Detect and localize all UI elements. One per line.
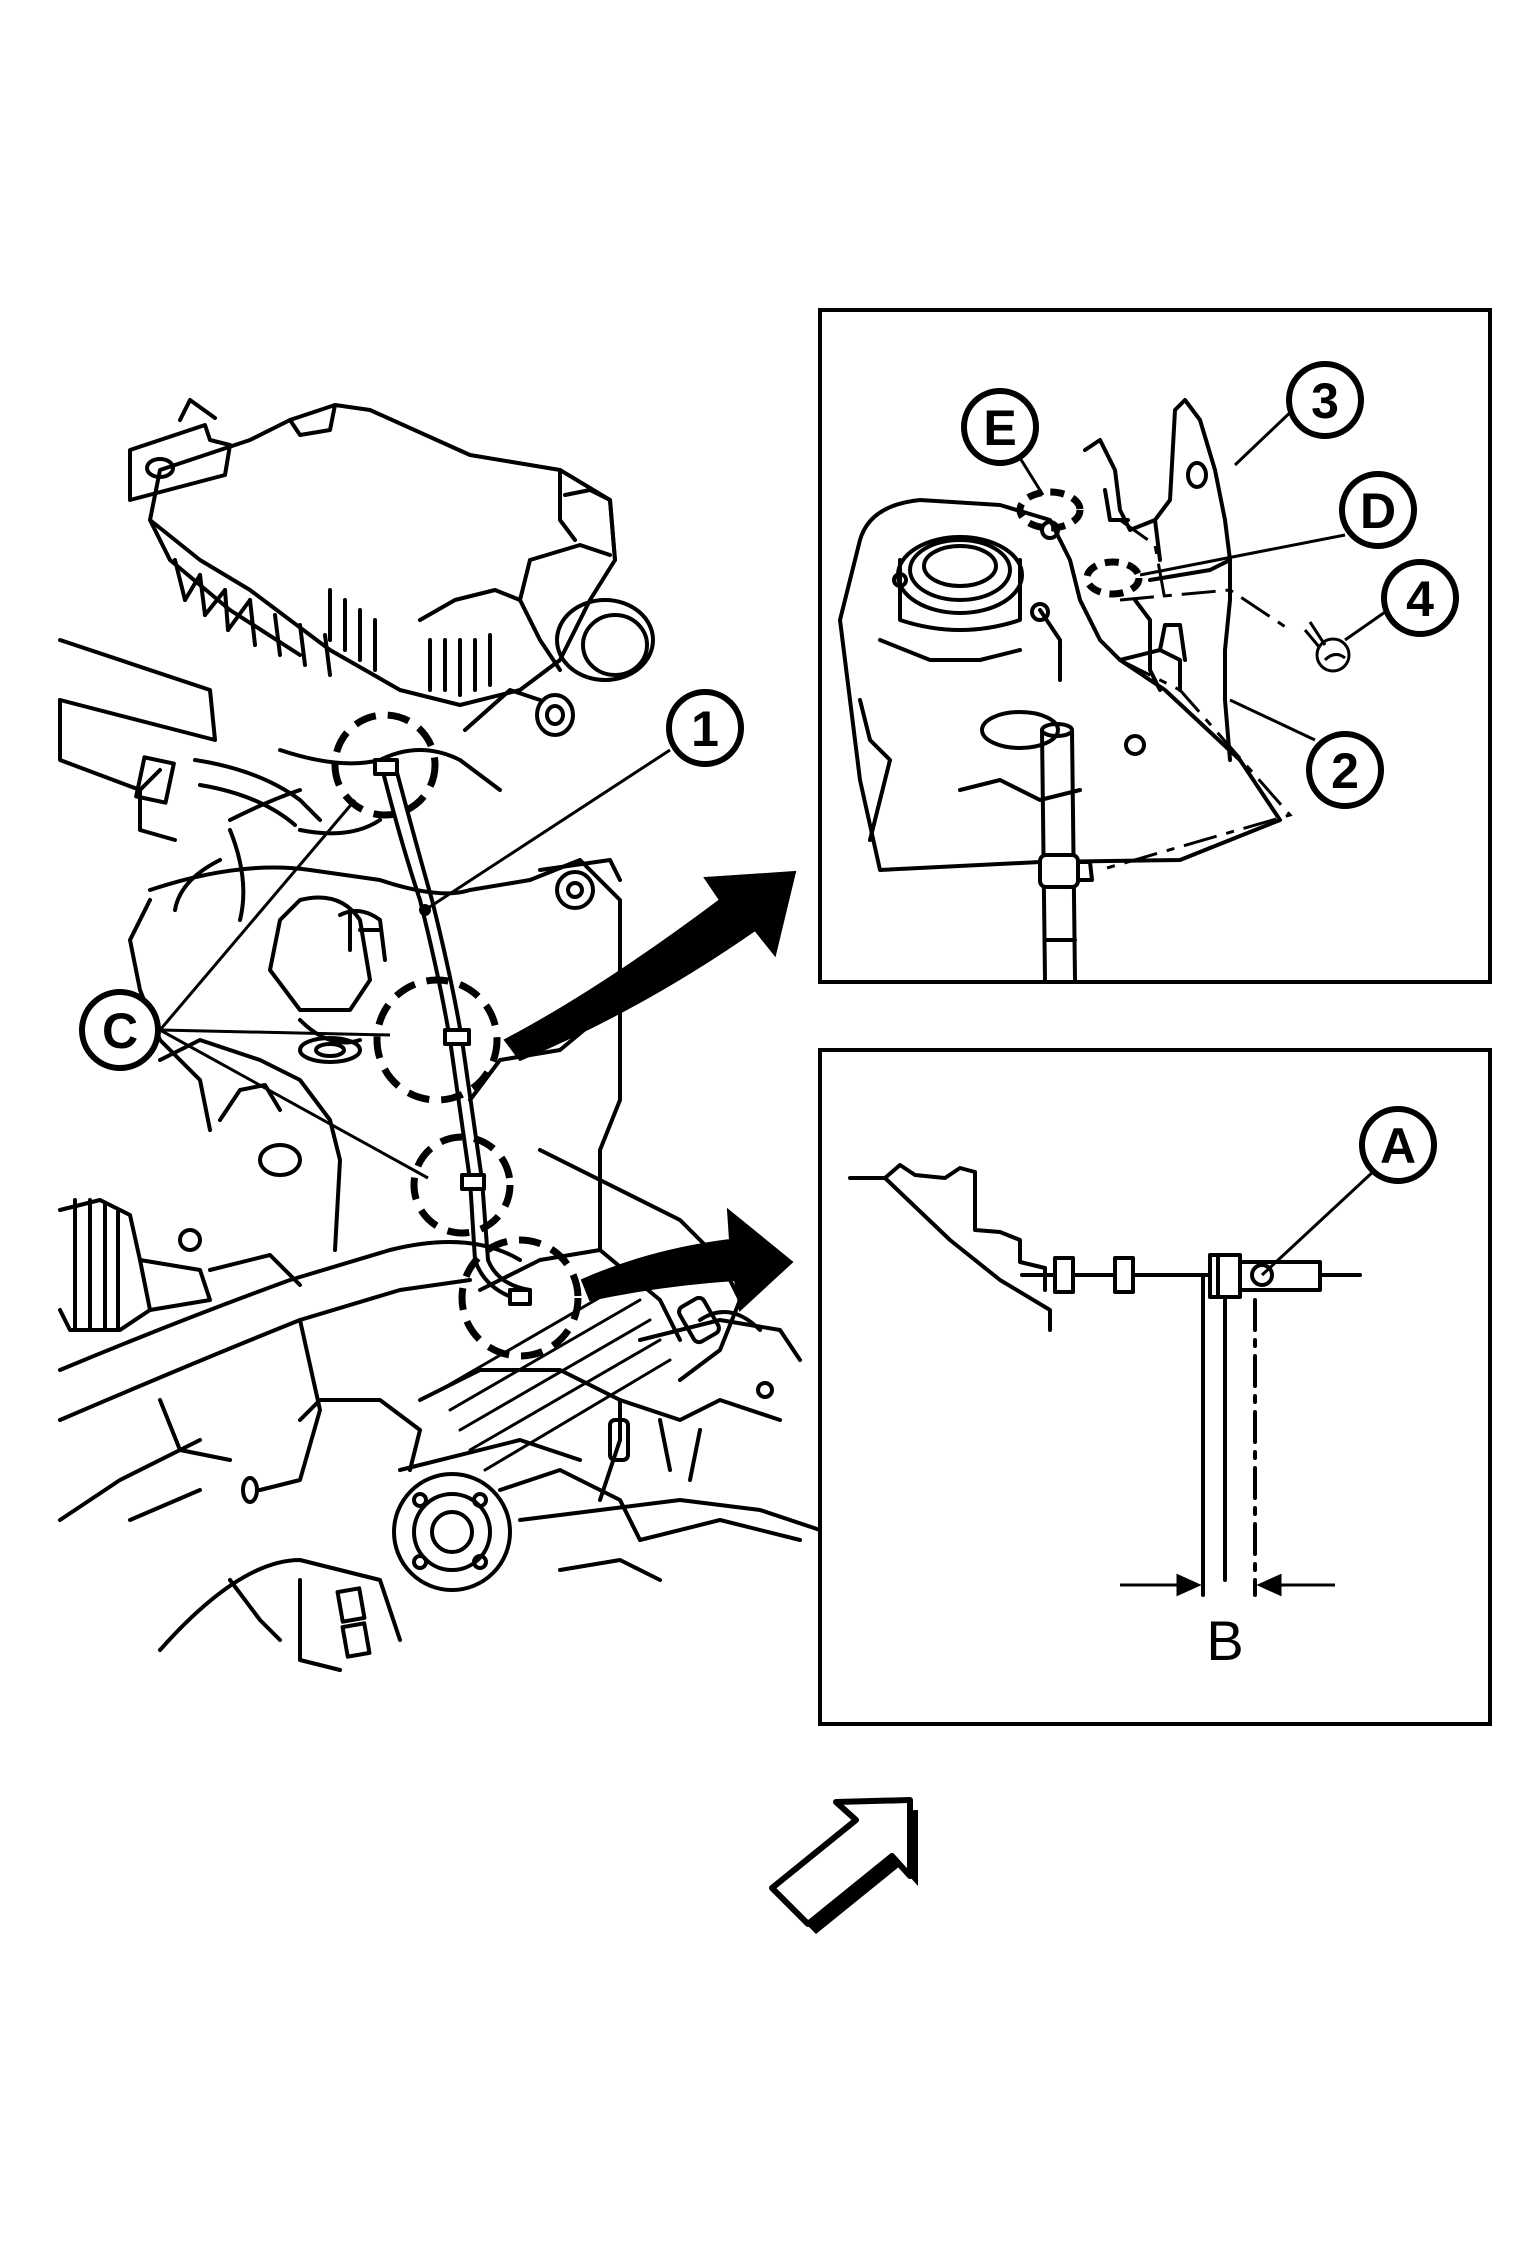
svg-text:E: E xyxy=(983,400,1016,456)
clip-E-circle xyxy=(1016,488,1084,532)
svg-text:4: 4 xyxy=(1406,571,1434,627)
svg-text:C: C xyxy=(102,1003,138,1059)
clamp-locations xyxy=(331,711,582,1360)
svg-text:A: A xyxy=(1380,1118,1416,1174)
arrow-to-upper-inset-icon xyxy=(503,870,797,1062)
dimension-B-label: B xyxy=(1206,1609,1243,1672)
clamp-circle xyxy=(410,1133,514,1237)
callout-D: D xyxy=(1339,471,1417,549)
arrow-to-lower-inset-icon xyxy=(580,1207,794,1312)
svg-text:1: 1 xyxy=(691,701,719,757)
main-illustration xyxy=(58,398,822,1672)
svg-text:3: 3 xyxy=(1311,373,1339,429)
svg-text:D: D xyxy=(1360,483,1396,539)
clamp-circle xyxy=(458,1236,582,1360)
callout-A: A xyxy=(1359,1106,1437,1184)
callout-2: 2 xyxy=(1306,731,1384,809)
callout-3: 3 xyxy=(1286,361,1364,439)
screw-icon xyxy=(1303,621,1351,673)
callout-E: E xyxy=(961,388,1039,466)
clip-D-circle xyxy=(1083,558,1143,598)
svg-text:2: 2 xyxy=(1331,743,1359,799)
callout-C: C xyxy=(79,989,161,1071)
clamp-circle xyxy=(331,711,439,819)
hollow-direction-arrow-icon xyxy=(769,1797,918,1934)
upper-inset: E 3 D 4 2 xyxy=(818,308,1492,984)
callout-4: 4 xyxy=(1381,559,1459,637)
callout-1: 1 xyxy=(666,689,744,767)
clamp-circle xyxy=(373,976,501,1104)
leader-lines-main xyxy=(158,748,671,1180)
item-1-leader-dot xyxy=(419,904,431,916)
lower-inset: B A xyxy=(818,1048,1492,1726)
